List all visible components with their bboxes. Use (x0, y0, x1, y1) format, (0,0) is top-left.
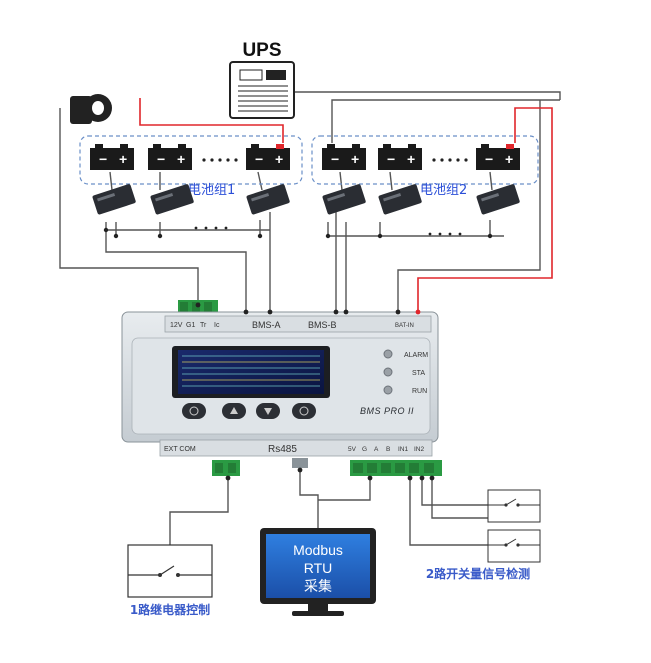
indicator-alarm-label: ALARM (404, 352, 428, 359)
terminal-12v: 12V (170, 322, 183, 329)
svg-text:+: + (119, 151, 127, 167)
sensor-module (378, 184, 422, 215)
monitor-line-3: 采集 (304, 578, 332, 595)
svg-text:−: − (99, 151, 107, 167)
front-buttons (182, 403, 316, 419)
monitor-icon (260, 528, 376, 616)
battery-group-2-frame (311, 135, 539, 185)
sensor-modules (92, 184, 520, 215)
monitor-line-1: Modbus (293, 542, 343, 558)
svg-text:+: + (407, 151, 415, 167)
battery-icon: −+ (322, 144, 366, 170)
terminal-a: A (374, 446, 379, 453)
terminal-in2: IN2 (414, 446, 425, 453)
bms-a-label: BMS-A (252, 320, 281, 330)
terminal-g1: G1 (186, 322, 195, 329)
ellipsis-dots (202, 158, 468, 162)
indicator-sta-label: STA (412, 370, 425, 377)
switch-caption: 2路开关量信号检测 (426, 566, 530, 581)
svg-text:+: + (275, 151, 283, 167)
svg-text:−: − (255, 151, 263, 167)
indicator-leds (383, 349, 393, 395)
battery-group-1-label: 电池组1 (188, 183, 235, 198)
battery-icons: −+ −+ −+ −+ −+ −+ (90, 144, 520, 170)
indicator-run-label: RUN (412, 388, 427, 395)
switch-input-box-2 (487, 529, 541, 563)
svg-text:+: + (351, 151, 359, 167)
rs485-label: Rs485 (268, 444, 297, 455)
sensor-module (246, 184, 290, 215)
bms-controller: 12V G1 Tr Ic BMS-A BMS-B BAT-IN (121, 300, 442, 476)
battery-group-1-frame (79, 135, 303, 185)
switch-input-box-1 (487, 489, 541, 523)
model-label: BMS PRO II (360, 406, 414, 416)
terminal-in1: IN1 (398, 446, 409, 453)
svg-text:+: + (505, 151, 513, 167)
battery-icon: −+ (378, 144, 422, 170)
battery-icon: −+ (246, 144, 290, 170)
svg-text:−: − (331, 151, 339, 167)
screen-content (182, 355, 320, 387)
battery-icon: −+ (148, 144, 192, 170)
sensor-module (92, 184, 136, 215)
terminal-tr: Tr (200, 322, 207, 329)
battery-icon: −+ (90, 144, 134, 170)
terminal-g: G (362, 446, 367, 453)
bms-b-label: BMS-B (308, 320, 337, 330)
sensor-module (476, 184, 520, 215)
bat-in-label: BAT-IN (395, 323, 414, 329)
red-wires (139, 98, 553, 312)
bus-junction-dots (103, 226, 493, 239)
terminal-b: B (386, 446, 390, 453)
monitor-line-2: RTU (304, 560, 333, 576)
ups-unit (229, 61, 295, 119)
terminal-ic: Ic (214, 322, 220, 329)
battery-group-2-label: 电池组2 (420, 183, 467, 198)
current-sensor-icon (70, 94, 112, 124)
ups-label: UPS (242, 40, 281, 61)
terminal-5v: 5V (348, 446, 357, 453)
svg-text:−: − (157, 151, 165, 167)
terminal-dots (195, 302, 435, 481)
svg-text:−: − (485, 151, 493, 167)
relay-switch-box (127, 544, 213, 598)
sensor-module (322, 184, 366, 215)
relay-caption: 1路继电器控制 (130, 602, 210, 617)
sensor-module (150, 184, 194, 215)
battery-icon: −+ (476, 144, 520, 170)
svg-text:−: − (387, 151, 395, 167)
ext-com-label: EXT COM (164, 446, 196, 453)
svg-text:+: + (177, 151, 185, 167)
